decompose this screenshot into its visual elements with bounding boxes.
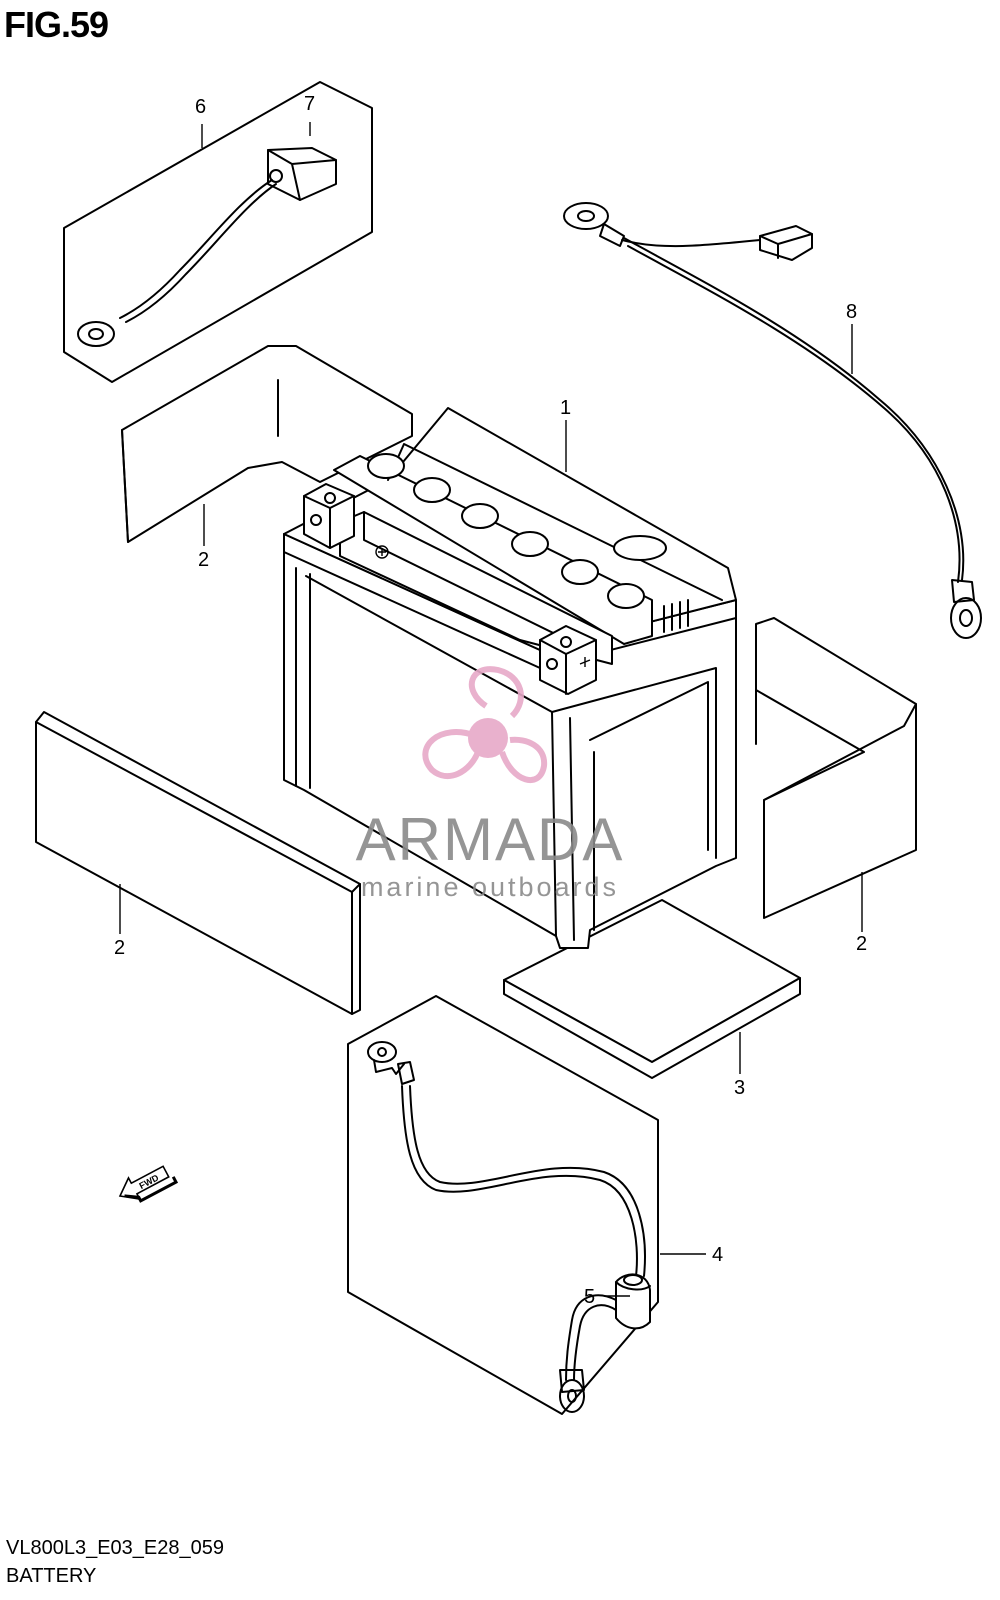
callout-1: 1 — [560, 397, 571, 419]
part-2-pad-upper-left — [121, 345, 413, 543]
callout-3: 3 — [734, 1077, 745, 1099]
model-code: VL800L3_E03_E28_059 — [6, 1537, 224, 1559]
part-8-cable — [563, 202, 982, 639]
fwd-arrow-icon: FWD — [118, 1165, 179, 1203]
callout-2-right: 2 — [856, 933, 867, 955]
watermark-brand: ARMADA — [356, 806, 625, 873]
watermark: ARMADA marine outboards — [356, 666, 625, 902]
part-4-5-cable-panel — [347, 995, 659, 1415]
part-2-pad-right — [755, 617, 917, 919]
section-name: BATTERY — [6, 1565, 97, 1587]
callout-8: 8 — [846, 301, 857, 323]
callout-5: 5 — [584, 1286, 595, 1308]
part-6-7-cable-panel — [63, 81, 373, 383]
callout-4: 4 — [712, 1244, 723, 1266]
part-3-base-plate — [503, 899, 801, 1079]
propeller-logo-icon — [422, 666, 548, 784]
part-1-battery — [283, 407, 737, 949]
part-2-pad-left — [35, 711, 361, 1015]
callout-2-left: 2 — [114, 937, 125, 959]
callout-numbers: 6 7 1 8 2 2 2 3 4 5 — [114, 93, 867, 1308]
callout-6: 6 — [195, 96, 206, 118]
leader-lines — [119, 122, 863, 1297]
watermark-tagline: marine outboards — [361, 872, 619, 902]
figure-title: FIG.59 — [4, 4, 109, 45]
callout-7: 7 — [304, 93, 315, 115]
callout-2-upper-left: 2 — [198, 549, 209, 571]
